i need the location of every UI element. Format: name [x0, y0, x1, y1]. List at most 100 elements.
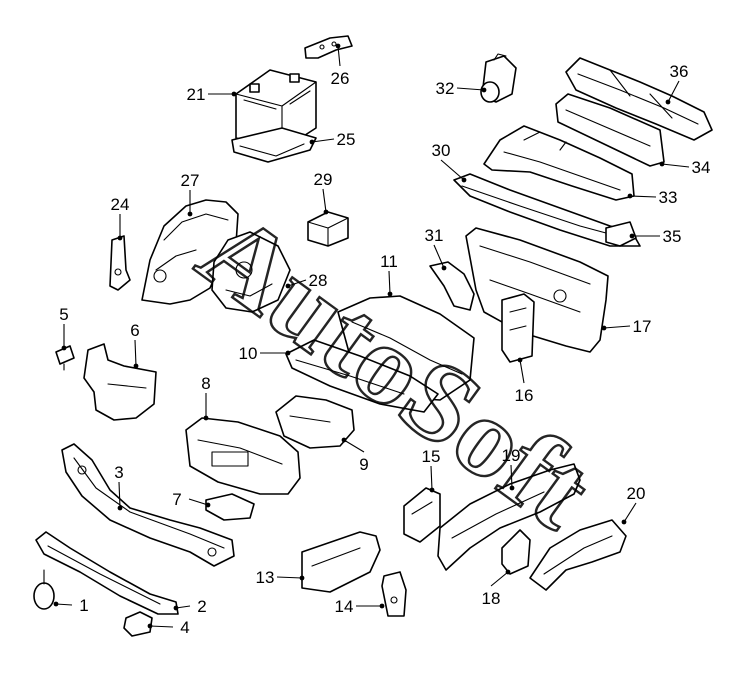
part-21-battery [235, 69, 317, 151]
part-24-bracket [109, 235, 131, 291]
watermark-text: AutoSoft [177, 188, 614, 553]
callout-dot-25 [309, 139, 315, 145]
part-25-battery-tray [231, 127, 317, 163]
callout-leader-18 [490, 571, 509, 587]
callout-label-17: 17 [633, 317, 652, 336]
callout-leader-34 [661, 163, 690, 168]
callout-dot-5 [61, 345, 67, 351]
part-9-floor-section [275, 395, 355, 449]
callout-leader-32 [456, 87, 485, 91]
callout-label-27: 27 [181, 171, 200, 190]
part-2-crossmember [35, 531, 179, 615]
callout-leader-17 [603, 325, 631, 329]
callout-label-3: 3 [114, 463, 123, 482]
callout-dot-18 [505, 569, 511, 575]
callout-leader-15 [430, 465, 433, 491]
part-32-motor [480, 53, 517, 103]
callout-label-9: 9 [359, 455, 368, 474]
callout-leader-11 [388, 270, 391, 295]
callout-dot-17 [601, 325, 607, 331]
callout-label-8: 8 [201, 374, 210, 393]
callout-leader-9 [343, 439, 365, 453]
callout-dot-16 [517, 357, 523, 363]
callout-leader-28 [287, 279, 307, 287]
callout-leader-25 [311, 138, 335, 143]
callout-label-20: 20 [627, 484, 646, 503]
callout-leader-19 [510, 464, 513, 489]
callout-label-5: 5 [59, 305, 68, 324]
callout-dot-21 [231, 91, 237, 97]
part-1-mount [33, 569, 55, 610]
callout-dot-14 [379, 603, 385, 609]
callout-dot-24 [117, 235, 123, 241]
callout-leader-26 [337, 45, 341, 67]
part-6-reservoir [83, 343, 157, 421]
callout-leader-3 [118, 481, 121, 509]
callout-dot-33 [627, 193, 633, 199]
callout-dot-27 [187, 211, 193, 217]
callout-dot-6 [133, 363, 139, 369]
part-10-plate [285, 339, 439, 413]
part-35-bracket [605, 221, 637, 247]
callout-dot-9 [341, 437, 347, 443]
callout-dot-30 [461, 177, 467, 183]
callout-dot-26 [335, 43, 341, 49]
callout-label-7: 7 [172, 490, 181, 509]
callout-dot-19 [509, 485, 515, 491]
callout-leader-30 [440, 159, 465, 181]
callout-dot-1 [53, 601, 59, 607]
callout-label-24: 24 [111, 195, 130, 214]
callout-dot-36 [665, 99, 671, 105]
callout-dot-8 [203, 415, 209, 421]
callout-dot-7 [205, 502, 211, 508]
part-13-panel [301, 531, 381, 593]
callout-leader-36 [667, 80, 680, 103]
part-3-subframe [61, 443, 235, 567]
part-19-side-rail [437, 463, 581, 571]
callout-dot-11 [387, 291, 393, 297]
callout-label-33: 33 [659, 188, 678, 207]
part-7-plate [205, 493, 255, 521]
part-34-bar [555, 93, 665, 167]
callout-leader-16 [519, 359, 525, 384]
callout-dot-31 [441, 265, 447, 271]
part-33-bar [483, 125, 635, 201]
part-18-bracket [501, 529, 531, 575]
callout-label-25: 25 [337, 130, 356, 149]
callout-label-2: 2 [197, 597, 206, 616]
callout-label-13: 13 [256, 568, 275, 587]
callout-label-34: 34 [692, 158, 711, 177]
part-8-floor-tray [185, 417, 301, 495]
callout-dot-4 [147, 623, 153, 629]
callout-leader-13 [276, 576, 303, 579]
callout-leader-6 [134, 339, 137, 367]
callout-label-36: 36 [670, 62, 689, 81]
callout-label-10: 10 [239, 344, 258, 363]
callout-dot-34 [659, 161, 665, 167]
callout-leader-7 [188, 498, 209, 506]
callout-dot-13 [299, 575, 305, 581]
callout-leader-4 [149, 625, 174, 628]
callout-label-4: 4 [180, 618, 189, 637]
callout-label-14: 14 [335, 597, 354, 616]
callout-label-16: 16 [515, 386, 534, 405]
callout-label-29: 29 [314, 170, 333, 189]
part-17-firewall [465, 227, 609, 353]
callout-label-15: 15 [422, 447, 441, 466]
part-14-bracket [381, 571, 407, 617]
part-26-bracket [304, 35, 353, 59]
callout-dot-15 [429, 487, 435, 493]
part-4-bracket [123, 611, 153, 637]
callout-label-28: 28 [309, 271, 328, 290]
callout-leader-33 [629, 195, 657, 198]
callout-label-31: 31 [425, 226, 444, 245]
callout-dot-20 [621, 519, 627, 525]
part-20-rear-rail [529, 519, 627, 591]
callout-label-6: 6 [130, 321, 139, 340]
callout-label-18: 18 [482, 589, 501, 608]
callout-leader-29 [322, 188, 327, 213]
callout-dot-32 [481, 87, 487, 93]
callout-label-26: 26 [331, 69, 350, 88]
